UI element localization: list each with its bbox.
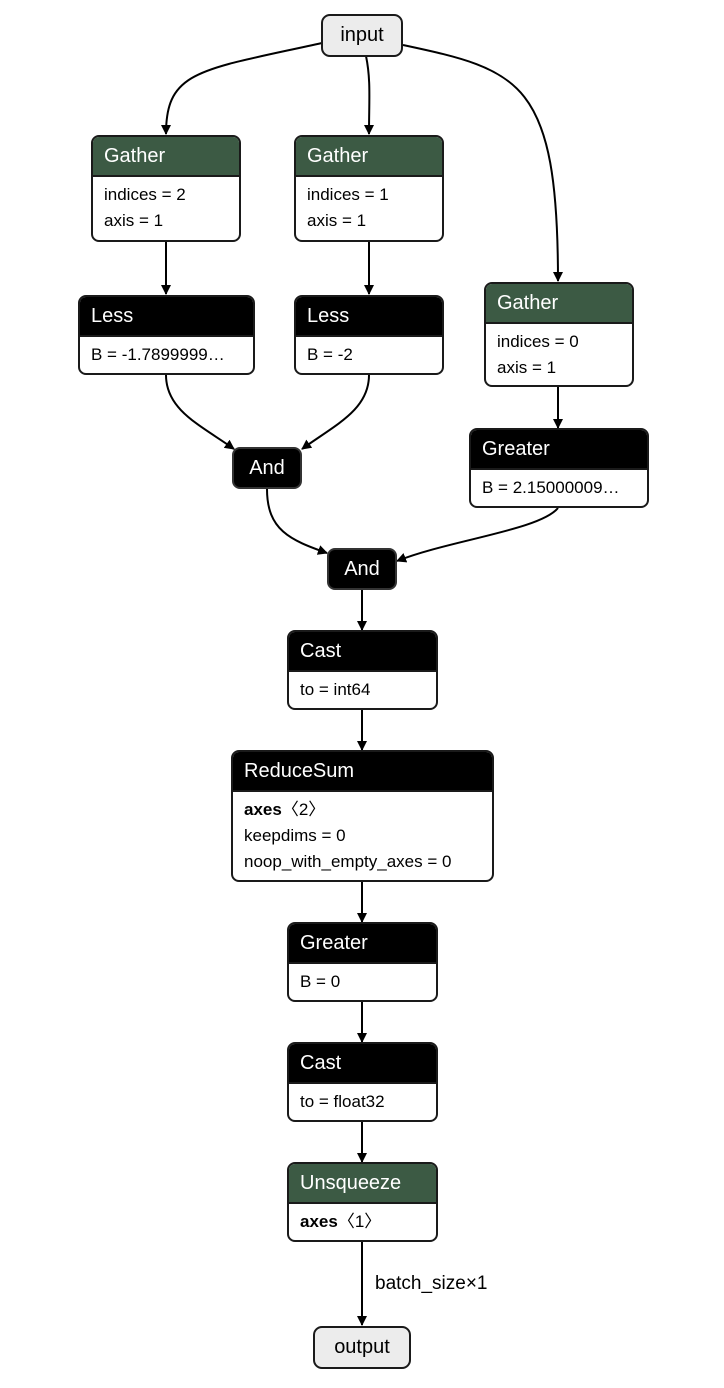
attr-axes-name: axes: [300, 1212, 338, 1231]
attr-b: B = -2: [307, 345, 353, 364]
attr-axis: axis = 1: [104, 211, 164, 230]
input-node[interactable]: input: [321, 14, 403, 57]
attr-axis: axis = 1: [307, 211, 367, 230]
less-node-1[interactable]: Less B = -1.7899999…: [78, 295, 255, 375]
node-header: Cast: [289, 1044, 436, 1084]
node-label: And: [249, 456, 285, 479]
edge-less-a-and-a: [165, 374, 235, 450]
attr-indices: indices = 1: [307, 185, 389, 204]
node-header: Unsqueeze: [289, 1164, 436, 1204]
cast-node-2[interactable]: Cast to = float32: [287, 1042, 438, 1122]
node-header: ReduceSum: [233, 752, 492, 792]
and-node-1[interactable]: And: [232, 447, 302, 489]
attr-b: B = -1.7899999…: [91, 345, 225, 364]
node-header: Cast: [289, 632, 436, 672]
node-header: Less: [80, 297, 253, 337]
attr-noop: noop_with_empty_axes = 0: [244, 852, 452, 871]
less-node-2[interactable]: Less B = -2: [294, 295, 444, 375]
gather-node-1[interactable]: Gather indices = 2 axis = 1: [91, 135, 241, 242]
attr-b: B = 0: [300, 972, 341, 991]
attr-b: B = 2.15000009…: [482, 478, 620, 497]
attr-axes-name: axes: [244, 800, 282, 819]
gather-node-2[interactable]: Gather indices = 1 axis = 1: [294, 135, 444, 242]
node-label: And: [344, 557, 380, 580]
attr-axes: axes〈2〉: [244, 797, 481, 823]
attr-indices: indices = 2: [104, 185, 186, 204]
gather-node-3[interactable]: Gather indices = 0 axis = 1: [484, 282, 634, 387]
edge-input-gather-b: [364, 55, 375, 135]
attr-to: to = int64: [300, 680, 371, 699]
node-header: Gather: [296, 137, 442, 177]
attr-keepdims: keepdims = 0: [244, 826, 346, 845]
edge-and-a-and-b: [266, 488, 328, 555]
attr-axes: axes〈1〉: [300, 1209, 425, 1235]
attr-axes-value: 〈1〉: [337, 1212, 382, 1231]
edge-input-gather-c: [402, 44, 563, 282]
input-label: input: [340, 24, 384, 46]
greater-node-1[interactable]: Greater B = 2.15000009…: [469, 428, 649, 508]
edge-input-gather-a: [161, 42, 323, 135]
attr-axes-value: 〈2〉: [281, 800, 326, 819]
greater-node-2[interactable]: Greater B = 0: [287, 922, 438, 1002]
reducesum-node[interactable]: ReduceSum axes〈2〉 keepdims = 0 noop_with…: [231, 750, 494, 882]
attr-to: to = float32: [300, 1092, 385, 1111]
output-node[interactable]: output: [313, 1326, 411, 1369]
output-label: output: [334, 1336, 390, 1358]
edge-less-b-and-b: [301, 374, 370, 450]
node-header: Less: [296, 297, 442, 337]
node-header: Greater: [471, 430, 647, 470]
and-node-2[interactable]: And: [327, 548, 397, 590]
cast-node-1[interactable]: Cast to = int64: [287, 630, 438, 710]
node-header: Greater: [289, 924, 436, 964]
attr-indices: indices = 0: [497, 332, 579, 351]
node-header: Gather: [486, 284, 632, 324]
unsqueeze-node[interactable]: Unsqueeze axes〈1〉: [287, 1162, 438, 1242]
edge-shape-label: batch_size×1: [375, 1273, 488, 1294]
attr-axis: axis = 1: [497, 358, 557, 377]
edge-greater-a-and-b: [396, 507, 559, 563]
node-header: Gather: [93, 137, 239, 177]
